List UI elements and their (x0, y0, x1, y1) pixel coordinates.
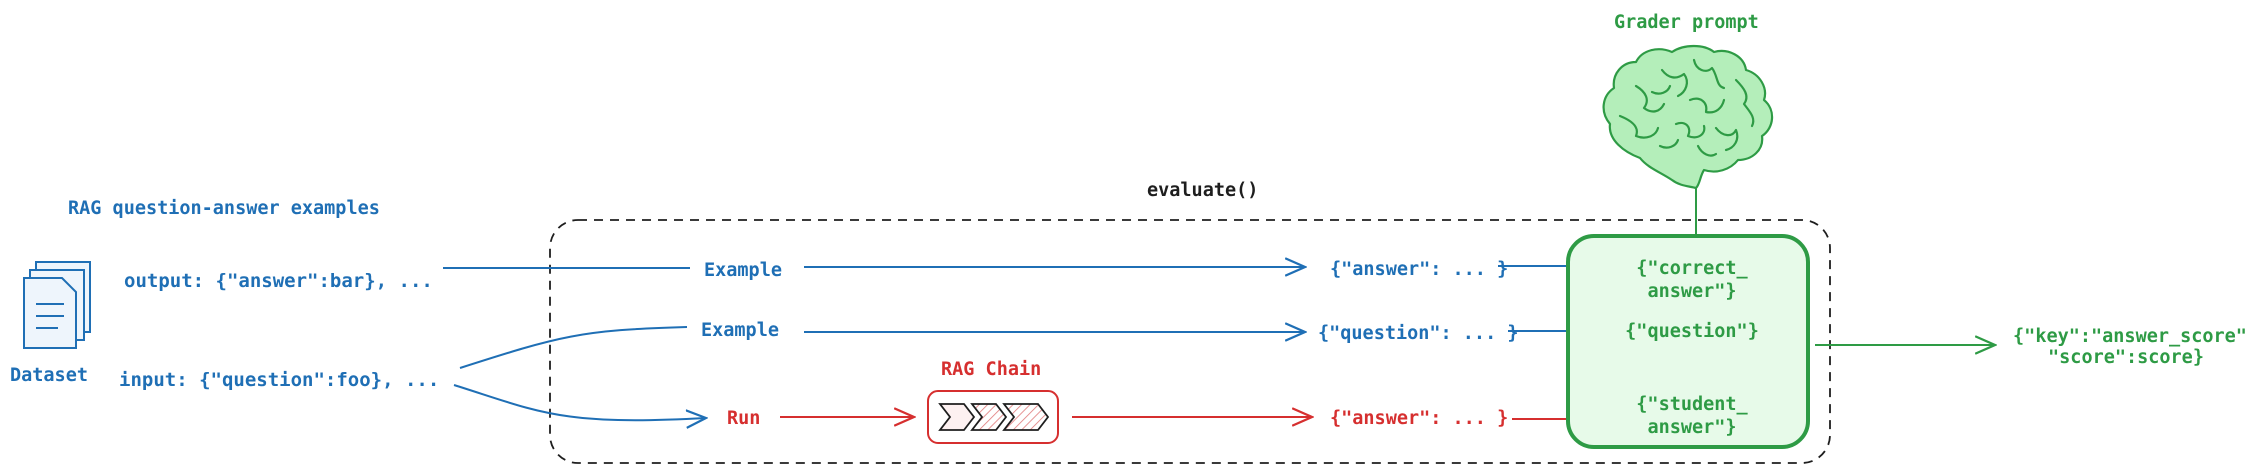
grader-prompt-label: Grader prompt (1614, 12, 1759, 33)
rag-chain-box (927, 390, 1059, 444)
input-text: input: {"question":foo}, ... (119, 369, 439, 391)
student-answer-line2: answer"} (1647, 417, 1736, 438)
answer-ref-label: {"answer": ... } (1330, 259, 1508, 280)
input-to-run-curve (453, 384, 706, 420)
input-to-example-curve (459, 326, 688, 369)
output-score-line: "score":score} (2048, 347, 2204, 368)
example-middle-label: Example (701, 320, 779, 341)
grader-question: {"question"} (1625, 321, 1759, 342)
examples-title: RAG question-answer examples (68, 198, 380, 219)
output-key-line: {"key":"answer_score" (2013, 326, 2247, 347)
evaluate-title: evaluate() (1147, 180, 1258, 201)
dataset-label: Dataset (10, 365, 88, 386)
student-answer-line1: {"student_ (1636, 394, 1748, 415)
question-ref-label: {"question": ... } (1318, 323, 1518, 344)
run-label: Run (727, 408, 760, 429)
answer-run-label: {"answer": ... } (1330, 408, 1508, 429)
example-top-label: Example (704, 260, 782, 281)
output-text: output: {"answer":bar}, ... (124, 270, 433, 292)
brain-icon (1602, 44, 1774, 190)
grader-box (1566, 234, 1810, 449)
evaluate-frame (549, 219, 1831, 464)
dataset-icon (23, 261, 91, 349)
rag-chain-label: RAG Chain (941, 359, 1041, 380)
correct-answer-line1: {"correct_ (1636, 258, 1748, 279)
correct-answer-line2: answer"} (1647, 281, 1736, 302)
